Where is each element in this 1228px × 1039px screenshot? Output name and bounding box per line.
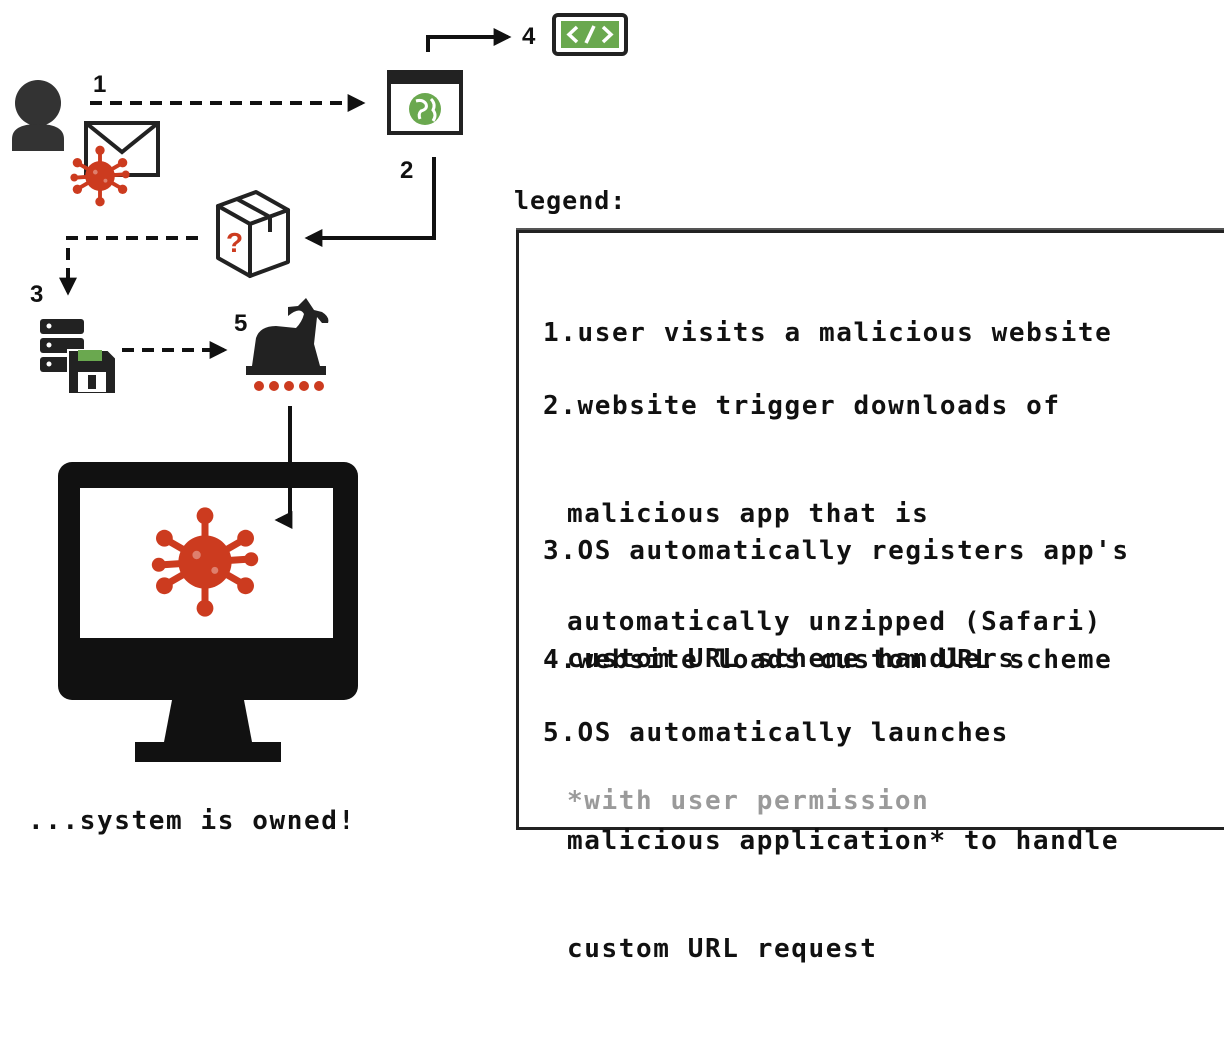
legend-note: *with user permission	[567, 786, 930, 816]
legend-item-1-line-1: 1.user visits a malicious website	[543, 318, 1113, 348]
legend-item-5-line-1: 5.OS automatically launches	[543, 718, 1009, 748]
legend-item-3: 3.OS automatically registers app's custo…	[543, 461, 1130, 749]
legend-item-4-line-1: 4.website loads custom URL scheme	[543, 645, 1113, 675]
legend-item-4: 4.website loads custom URL scheme	[543, 570, 1112, 750]
arrow-to-monitor	[274, 406, 293, 529]
package-icon: ?	[216, 190, 290, 278]
step-label-4: 4	[522, 23, 536, 50]
arrow-step-2	[304, 157, 436, 247]
legend-item-5: 5.OS automatically launches malicious ap…	[543, 643, 1119, 1039]
arrow-step-3	[59, 236, 198, 296]
step-label-5: 5	[234, 310, 247, 337]
legend-item-2-line-3: automatically unzipped (Safari)	[567, 607, 1102, 637]
legend-item-1: 1.user visits a malicious website	[543, 243, 1112, 423]
legend-box: 1.user visits a malicious website 2.webs…	[516, 228, 1224, 964]
legend-title: legend:	[514, 186, 627, 215]
footer-caption: ...system is owned!	[28, 806, 356, 836]
code-icon	[552, 13, 628, 56]
browser-globe-icon	[387, 70, 463, 135]
step-label-2: 2	[400, 157, 413, 184]
trojan-horse-icon	[246, 298, 329, 391]
attack-flow-diagram: ?	[12, 13, 628, 762]
legend-item-5-line-3: custom URL request	[567, 934, 878, 964]
step-label-1: 1	[93, 71, 106, 98]
step-label-3: 3	[30, 281, 43, 308]
database-save-icon	[40, 319, 117, 395]
legend-item-2: 2.website trigger downloads of malicious…	[543, 316, 1102, 712]
legend-item-5-line-2: malicious application* to handle	[567, 826, 1120, 856]
legend-item-3-line-2: custom URL scheme handlers	[567, 644, 1016, 674]
legend-item-2-line-2: malicious app that is	[567, 499, 930, 529]
legend-item-2-line-1: 2.website trigger downloads of	[543, 391, 1061, 421]
legend-item-3-line-1: 3.OS automatically registers app's	[543, 536, 1130, 566]
arrow-step-4	[426, 28, 512, 52]
svg-text:?: ?	[226, 227, 243, 258]
user-icon	[12, 80, 64, 151]
